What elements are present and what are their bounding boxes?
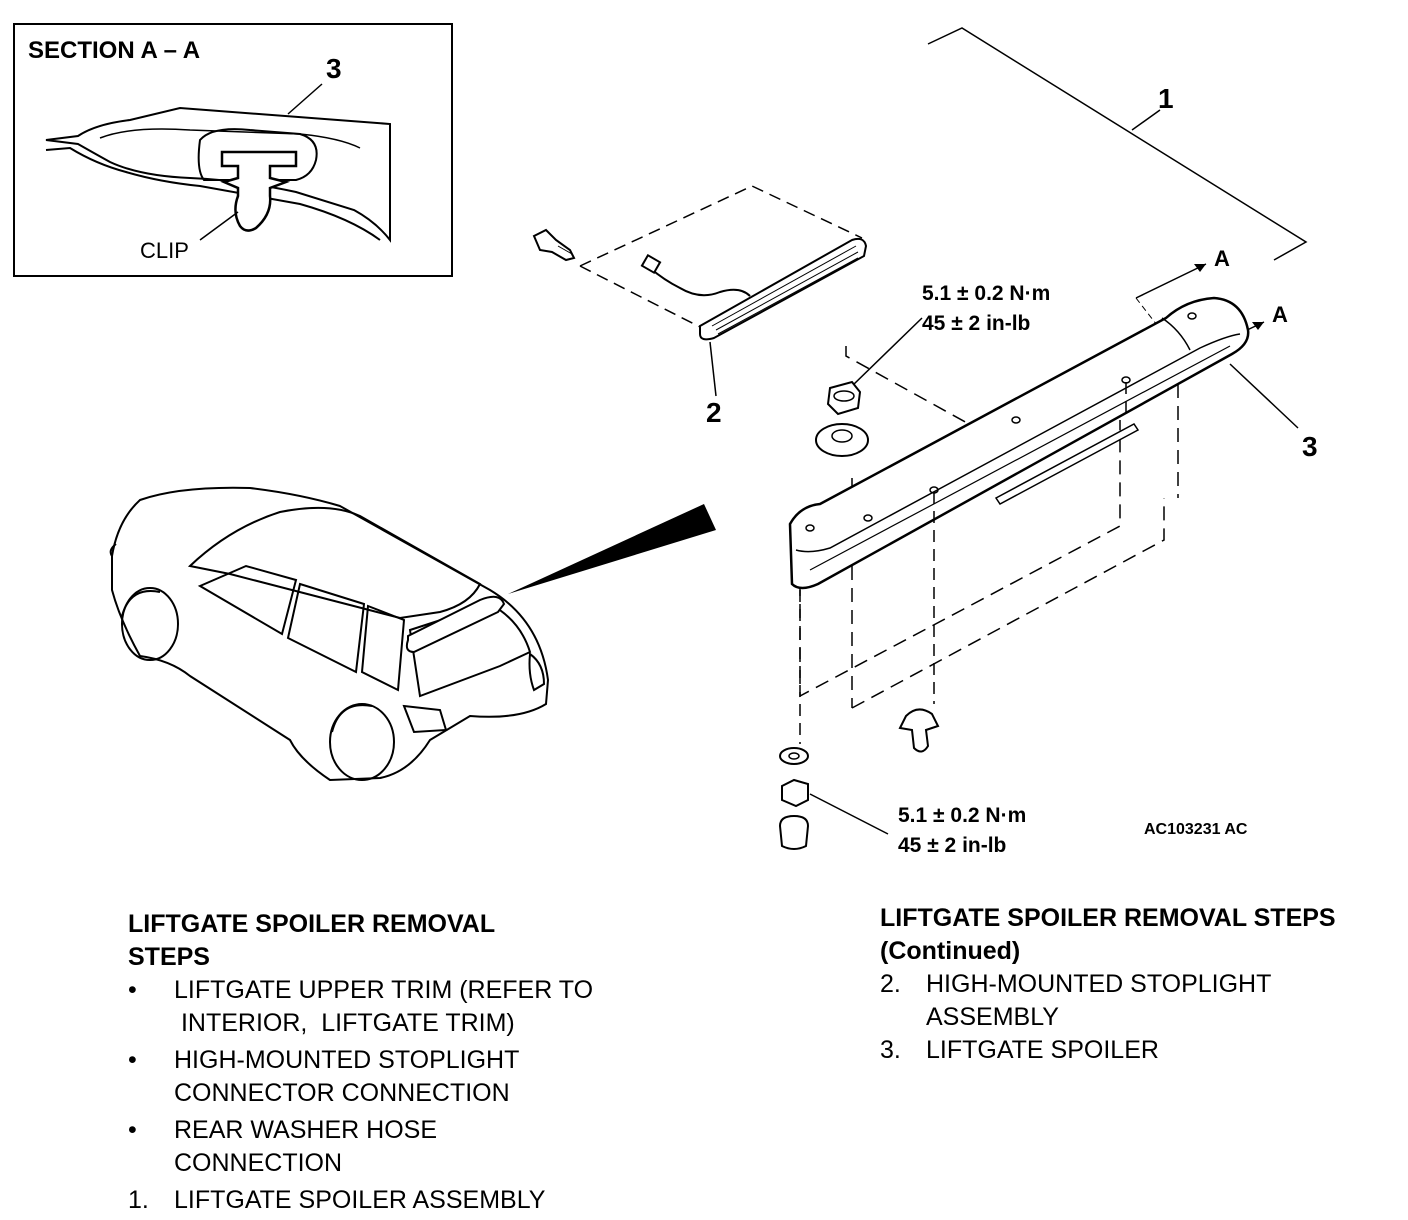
list-item: 3. LIFTGATE SPOILER — [880, 1034, 1400, 1067]
step-text: CONNECTOR CONNECTION — [174, 1079, 510, 1107]
step-number: 2. — [880, 970, 901, 998]
removal-steps: LIFTGATE SPOILER REMOVAL STEPS • LIFTGAT… — [128, 908, 688, 1217]
section-callout-3: 3 — [326, 53, 342, 84]
step-text: CONNECTION — [174, 1149, 343, 1177]
section-a-a-inset: SECTION A – A 3 CLIP — [13, 23, 453, 277]
step-text: ASSEMBLY — [926, 1003, 1059, 1031]
list-item: • HIGH-MOUNTED STOPLIGHT CONNECTOR CONNE… — [128, 1044, 688, 1110]
list-item: • LIFTGATE UPPER TRIM (REFER TO INTERIOR… — [128, 974, 688, 1040]
step-text: REAR WASHER HOSE — [174, 1116, 438, 1144]
clip-label: CLIP — [140, 238, 189, 263]
step-text: INTERIOR, LIFTGATE TRIM) — [174, 1009, 515, 1037]
removal-steps-continued: LIFTGATE SPOILER REMOVAL STEPS (Continue… — [880, 902, 1400, 1067]
liftgate-spoiler: 3 — [788, 296, 1318, 753]
step-text: HIGH-MOUNTED STOPLIGHT — [174, 1046, 520, 1074]
steps-title-line2: STEPS — [128, 943, 210, 971]
bullet-marker: • — [128, 1116, 137, 1144]
step-text: HIGH-MOUNTED STOPLIGHT — [926, 970, 1272, 998]
steps-title-line2: (Continued) — [880, 937, 1021, 965]
assembly-bracket: 1 — [927, 27, 1308, 261]
steps-title-line1: LIFTGATE SPOILER REMOVAL STEPS — [880, 904, 1336, 932]
callout-2: 2 — [706, 397, 722, 428]
section-title: SECTION A – A — [28, 37, 200, 64]
step-text: LIFTGATE SPOILER ASSEMBLY — [174, 1186, 546, 1214]
list-item: 2. HIGH-MOUNTED STOPLIGHT ASSEMBLY — [880, 968, 1400, 1034]
liftgate-spoiler-diagram: SECTION A – A 3 CLIP 1 2 — [13, 23, 1318, 857]
step-text: LIFTGATE UPPER TRIM (REFER TO — [174, 976, 594, 1004]
torque-spec-lower: 5.1 ± 0.2 N·m 45 ± 2 in-lb AC103231 AC — [778, 747, 1248, 857]
callout-1: 1 — [1158, 83, 1174, 114]
stoplight-assembly: 2 — [532, 185, 868, 428]
step-number: 3. — [880, 1036, 901, 1064]
list-item: 1. LIFTGATE SPOILER ASSEMBLY — [128, 1184, 688, 1217]
bullet-marker: • — [128, 1046, 137, 1074]
section-a-upper: A — [1214, 246, 1230, 271]
bullet-marker: • — [128, 976, 137, 1004]
vehicle-illustration — [109, 486, 716, 782]
torque-lower-imperial: 45 ± 2 in-lb — [898, 834, 1006, 857]
steps-title-line1: LIFTGATE SPOILER REMOVAL — [128, 910, 496, 938]
steps-list: • LIFTGATE UPPER TRIM (REFER TO INTERIOR… — [128, 974, 688, 1217]
torque-lower-metric: 5.1 ± 0.2 N·m — [898, 804, 1026, 827]
torque-upper-metric: 5.1 ± 0.2 N·m — [922, 282, 1050, 305]
torque-spec-upper: 5.1 ± 0.2 N·m 45 ± 2 in-lb — [815, 282, 1050, 457]
section-a-lower: A — [1272, 302, 1288, 327]
steps-list: 2. HIGH-MOUNTED STOPLIGHT ASSEMBLY 3. LI… — [880, 968, 1400, 1067]
figure-id: AC103231 AC — [1144, 821, 1248, 838]
step-text: LIFTGATE SPOILER — [926, 1036, 1159, 1064]
list-item: • REAR WASHER HOSE CONNECTION — [128, 1114, 688, 1180]
torque-upper-imperial: 45 ± 2 in-lb — [922, 312, 1030, 335]
step-number: 1. — [128, 1186, 149, 1214]
callout-3: 3 — [1302, 431, 1318, 462]
